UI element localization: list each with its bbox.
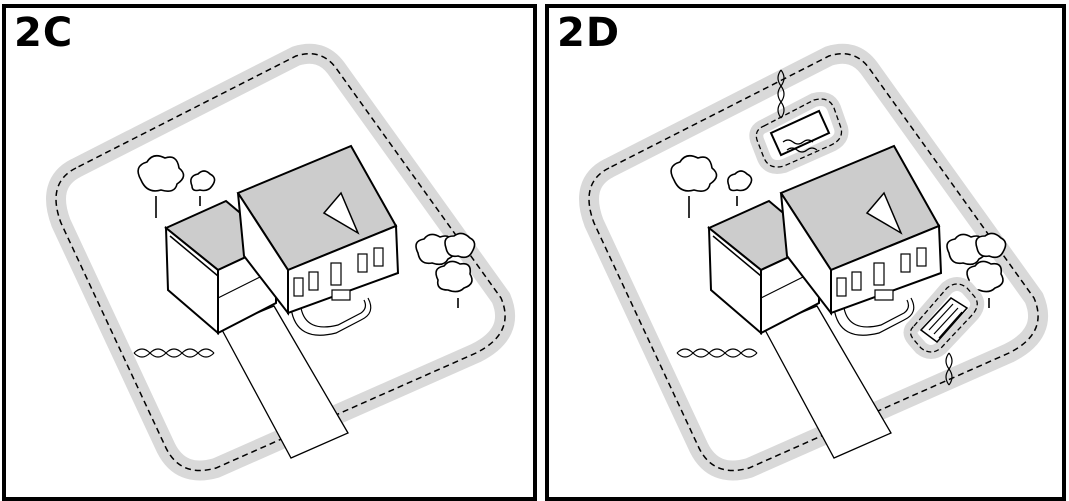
tree-icon [946,232,1007,308]
walkway [833,297,915,336]
house-icon [236,144,400,316]
boundary-wire [588,53,1039,472]
panel-2d-illustration [579,43,1048,481]
tree-icon [670,154,753,218]
panel-title: 2C [14,10,74,56]
panel-2c: 2C [2,4,537,501]
twisted-wire [133,348,215,358]
panel-2d: 2D [545,4,1066,501]
pool-icon [749,69,849,174]
driveway [763,305,892,459]
panel-2c-illustration [46,43,515,481]
tree-icon [415,232,476,308]
garden-icon [903,277,985,386]
twisted-wire [676,348,758,358]
tree-icon [137,154,216,218]
boundary-wire [55,53,506,472]
walkway [290,297,372,336]
panel-title: 2D [557,10,621,56]
driveway [220,305,349,459]
house-icon [779,144,943,316]
